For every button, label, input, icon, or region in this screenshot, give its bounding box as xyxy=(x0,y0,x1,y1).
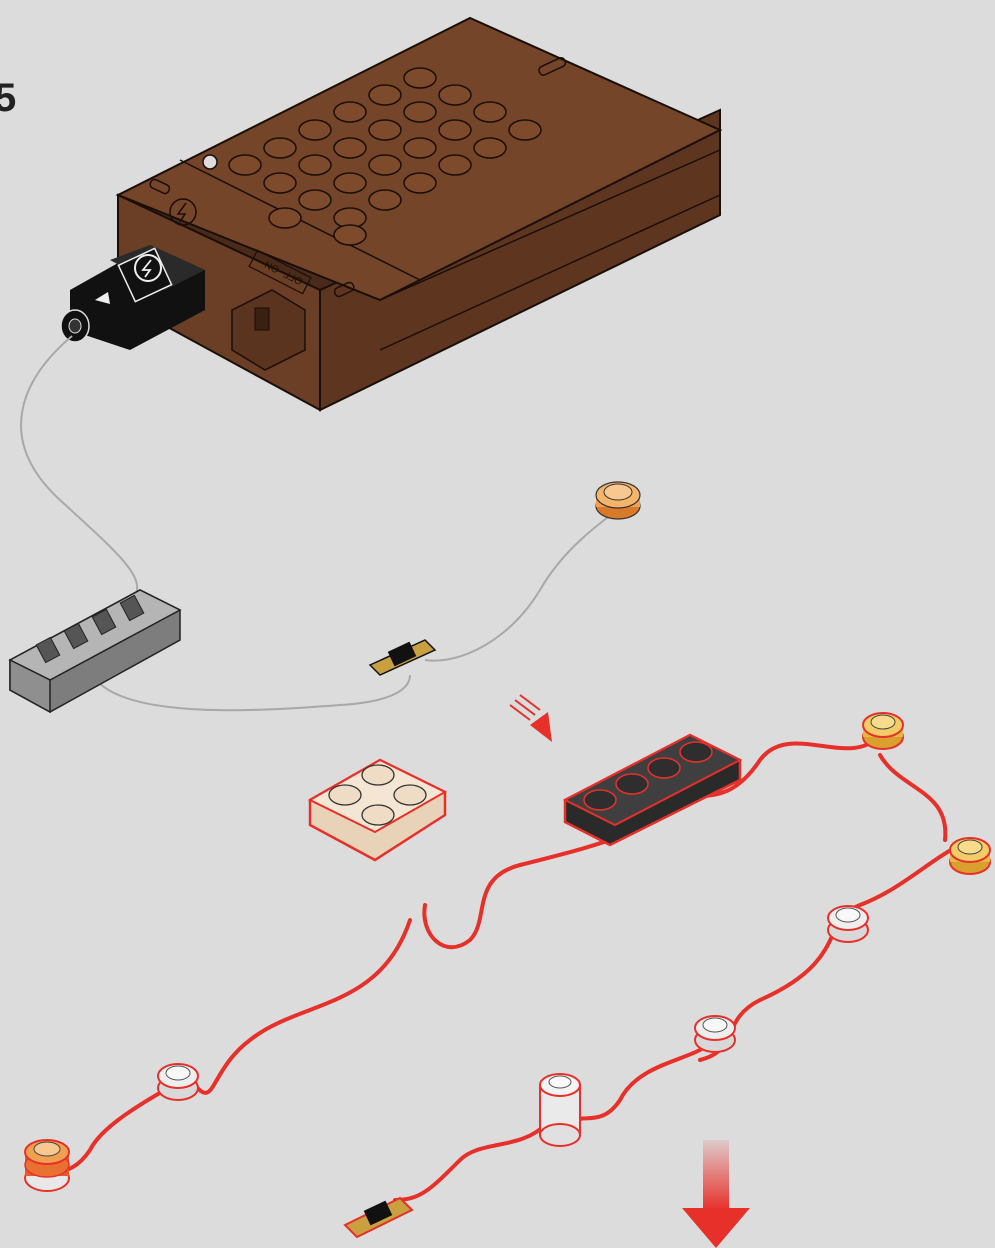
connector-lightning-icon xyxy=(135,255,161,281)
led-chip-1 xyxy=(370,640,435,675)
light-orange-1 xyxy=(596,482,640,519)
light-orange-2 xyxy=(25,1140,69,1191)
battery-box: ON OFF xyxy=(118,18,720,410)
speed-arrow-icon xyxy=(510,695,552,742)
light-clear-tall xyxy=(540,1074,580,1146)
light-clear-2 xyxy=(695,1016,735,1052)
arrow-down-icon xyxy=(682,1140,750,1248)
led-chip-2 xyxy=(345,1198,412,1237)
expansion-board xyxy=(10,590,180,712)
light-yellow-2 xyxy=(950,838,990,874)
light-clear-3 xyxy=(158,1064,198,1100)
black-plate-1x4 xyxy=(565,735,740,845)
new-wires xyxy=(55,735,960,1200)
screw-icon xyxy=(203,155,217,169)
light-clear-1 xyxy=(828,906,868,942)
light-yellow-1 xyxy=(863,713,903,749)
tan-plate-2x2 xyxy=(310,760,445,860)
